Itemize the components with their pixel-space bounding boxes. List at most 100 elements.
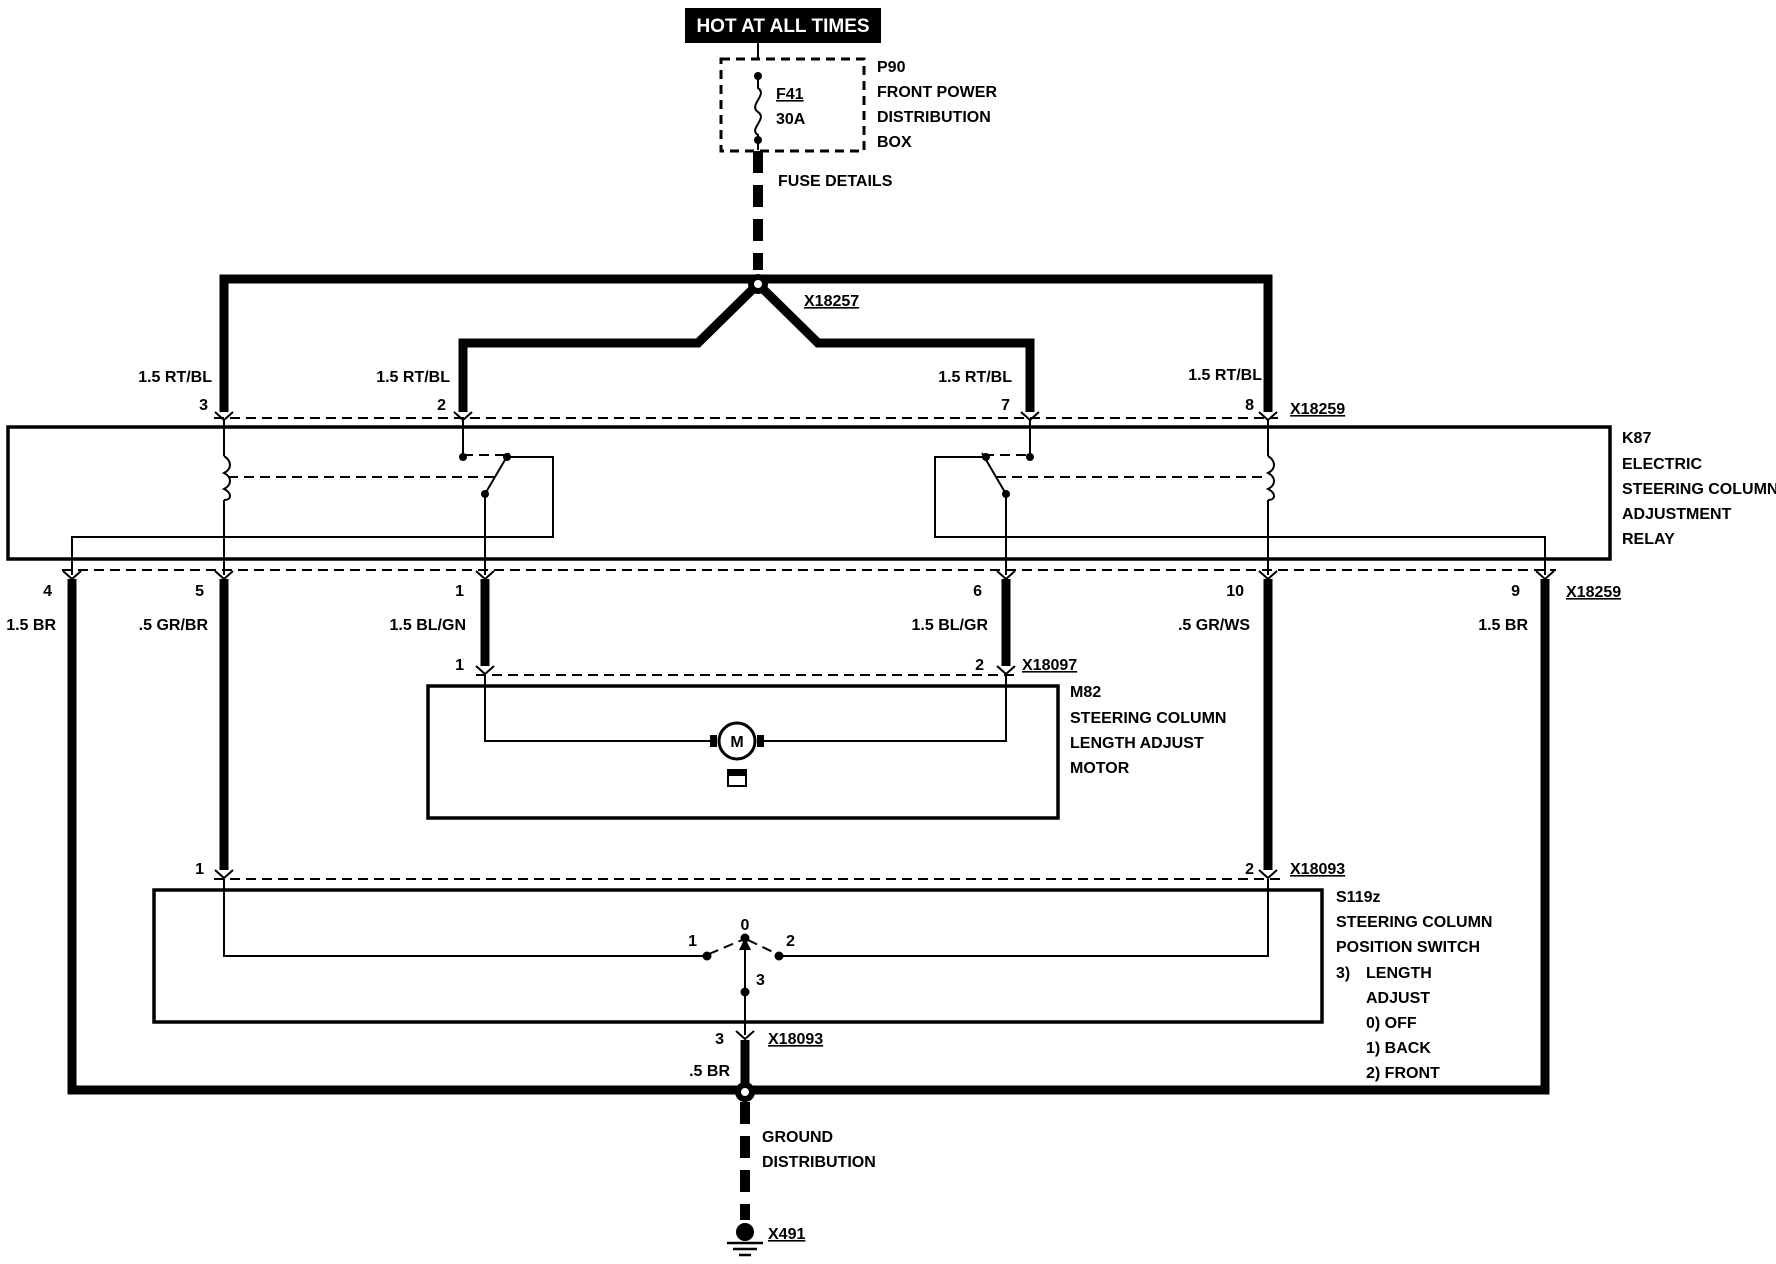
pin-upper-2: 2 [437,397,446,414]
upper-inner-wire-left [458,280,762,412]
wire-label-upper-4: 1.5 RT/BL [1188,367,1262,384]
fuse-details-label: FUSE DETAILS [778,173,893,190]
fuse-box-line2: DISTRIBUTION [877,109,991,126]
pin-lower-1: 1 [455,583,464,600]
relay-coil-left [221,455,231,501]
switch-pin-2: 2 [1245,861,1254,878]
ground-line1: GROUND [762,1129,833,1146]
switch-s119z-box [152,888,1324,1024]
pin-lower-10: 10 [1226,583,1244,600]
wire-label-lower-1: 1.5 BR [6,617,56,634]
motor-line1: STEERING COLUMN [1070,710,1226,727]
chevron-ground-3 [735,1030,755,1041]
switch-pos1: 1) BACK [1366,1040,1431,1057]
switch-contact-label-0: 0 [741,917,750,934]
relay-contact-right-armature [981,452,1007,495]
connector-x18093-top-label: X18093 [1290,861,1345,878]
motor-brush-left [710,735,717,747]
relay-coil-right [1265,455,1275,501]
wire-label-upper-1: 1.5 RT/BL [138,369,212,386]
wire-label-upper-3: 1.5 RT/BL [938,369,1012,386]
switch-line1: STEERING COLUMN [1336,914,1492,931]
connector-x18259-top-label: X18259 [1290,401,1345,418]
wire-label-lower-3: 1.5 BL/GN [390,617,466,634]
fuse-box-id: P90 [877,59,906,76]
upper-inner-wire-right [754,280,1035,412]
fuse-f41-symbol [754,75,762,150]
connector-x18259-bottom-label: X18259 [1566,584,1621,601]
relay-line3: ADJUSTMENT [1622,506,1732,523]
switch-throw-right-dashed [747,939,778,955]
wire-label-lower-4: 1.5 BL/GR [912,617,989,634]
switch-pos2: 2) FRONT [1366,1065,1440,1082]
fuse-id: F41 [776,86,804,103]
hot-at-all-times-label: HOT AT ALL TIMES [696,16,869,37]
chevron-motor-2 [996,665,1016,676]
switch-wire-left [223,879,706,957]
relay-line2: STEERING COLUMN [1622,481,1776,498]
relay-nc-right-path [934,456,1546,575]
pin-lower-5: 5 [195,583,204,600]
upper-outer-wire-loop [219,274,1273,412]
relay-contact-left-armature [484,452,510,495]
wire-label-lower-6: 1.5 BR [1478,617,1528,634]
motor-line2: LENGTH ADJUST [1070,735,1204,752]
relay-line4: RELAY [1622,531,1675,548]
motor-ground-icon [727,769,747,787]
motor-pin-2: 2 [975,657,984,674]
fuse-rating: 30A [776,111,806,128]
fuse-box-outline [719,57,866,153]
relay-k87-box [6,425,1612,561]
pin-lower-4: 4 [43,583,52,600]
relay-nc-left-path [71,456,554,575]
motor-wire-left [484,675,710,742]
switch-pos0: 0) OFF [1366,1015,1417,1032]
ground-splice-center [741,1088,749,1096]
relay-contact-right-no [1026,453,1034,461]
ground-loop-wire [67,579,1550,1095]
switch-id: S119z [1336,889,1380,906]
motor-pin-1: 1 [455,657,464,674]
ground-pin-3: 3 [715,1031,724,1048]
switch-line2: POSITION SWITCH [1336,939,1480,956]
switch-contact-2 [774,951,784,961]
pin-lower-9: 9 [1511,583,1520,600]
motor-id: M82 [1070,684,1101,701]
switch-pin-1: 1 [195,861,204,878]
fuse-terminal-bottom [754,136,762,144]
ground-point-x491: X491 [768,1226,805,1243]
chevron-switch-2 [1258,869,1278,880]
motor-line3: MOTOR [1070,760,1130,777]
fuse-box-line3: BOX [877,134,912,151]
motor-wire-right [764,675,1007,742]
switch-contact-label-3: 3 [756,972,765,989]
motor-m82-box [426,684,1060,820]
pin-upper-1: 3 [199,397,208,414]
ground-wire-label: .5 BR [689,1063,730,1080]
pin-upper-3: 7 [1001,397,1010,414]
chevron-switch-1 [214,869,234,880]
chevron-motor-1 [475,665,495,676]
splice-x18257-center [754,280,762,288]
splice-x18257-label: X18257 [804,293,859,310]
connector-x18093-bottom-label: X18093 [768,1031,823,1048]
switch-wire-right [780,879,1269,957]
motor-symbol-circle [717,721,757,761]
fuse-box-line1: FRONT POWER [877,84,997,101]
ground-icon [727,1223,763,1257]
switch-sub2: ADJUST [1366,990,1430,1007]
relay-line1: ELECTRIC [1622,456,1702,473]
relay-id: K87 [1622,430,1651,447]
motor-symbol-letter: M [730,734,743,751]
wire-label-upper-2: 1.5 RT/BL [376,369,450,386]
switch-sub-index: 3) [1336,965,1350,982]
pin-lower-6: 6 [973,583,982,600]
pin-upper-4: 8 [1245,397,1254,414]
ground-line2: DISTRIBUTION [762,1154,876,1171]
switch-contact-label-1: 1 [688,933,697,950]
switch-wiper-arrow [739,938,751,950]
switch-throw-left-dashed [708,939,743,955]
wire-label-lower-2: .5 GR/BR [139,617,209,634]
fuse-terminal-top [754,72,762,80]
